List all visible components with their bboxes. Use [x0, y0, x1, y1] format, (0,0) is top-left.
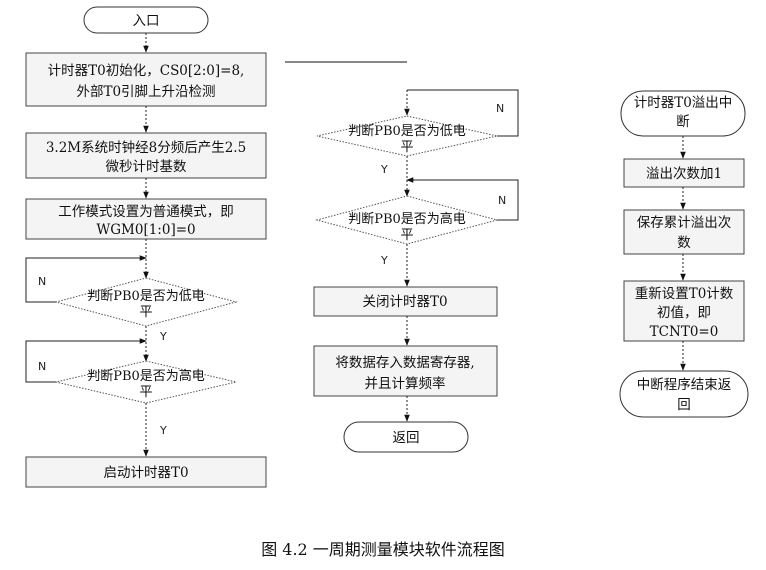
end-line2: 回: [677, 397, 691, 413]
reset-line2: 初值，即: [657, 304, 711, 321]
yes-label: Y: [159, 330, 167, 343]
clock-line2: 微秒计时基数: [106, 158, 187, 175]
loop-no-line: [407, 89, 519, 137]
figure-caption: 图 4.2 一周期测量模块软件流程图: [261, 540, 505, 559]
increment-box: [623, 158, 745, 188]
no-label: N: [498, 194, 506, 207]
store-line1: 将数据存入数据寄存器,: [335, 354, 474, 371]
no-label: N: [496, 102, 504, 115]
increment-label: 溢出次数加1: [646, 166, 722, 182]
check-high-line1: 判断PB0是否为高电: [87, 368, 205, 384]
yes-label: Y: [159, 424, 167, 437]
check-low-line2: 平: [139, 305, 152, 320]
no-label: N: [38, 360, 46, 373]
yes-label: Y: [380, 163, 388, 176]
loop-no-line: [406, 177, 519, 221]
timer-init-line2: 外部T0引脚上升沿检测: [76, 84, 215, 100]
start-timer-box: [25, 456, 267, 488]
check-low-line1: 判断PB0是否为低电: [87, 289, 205, 304]
save-line1: 保存累计溢出次: [637, 215, 732, 231]
mode-line1: 工作模式设置为普通模式，即: [58, 204, 234, 220]
store-line2: 并且计算频率: [365, 375, 446, 392]
mode-box: [25, 198, 267, 240]
stop-timer-box: [313, 286, 498, 317]
return-label: 返回: [393, 430, 420, 446]
clock-box: [25, 132, 267, 179]
right-flow: 计时器T0溢出中 断 溢出次数加1 保存累计溢出次 数 重新设置T0计数 初值，…: [619, 90, 749, 418]
clock-line1: 3.2M系统时钟经8分频后产生2.5: [46, 139, 246, 156]
left-flow: 入口 计时器T0初始化，CS0[2:0]=8, 外部T0引脚上升沿检测 3.2M…: [25, 6, 267, 488]
save-count-box: [623, 209, 745, 255]
middle-flow: 判断PB0是否为低电 平 N Y 判断PB0是否为高电 平 N Y 关闭计时器T…: [313, 89, 519, 453]
timer-init-line1: 计时器T0初始化，CS0[2:0]=8,: [48, 62, 245, 79]
end-line1: 中断程序结束返: [637, 377, 732, 393]
check-high-line2: 平: [400, 228, 413, 243]
start-timer-label: 启动计时器T0: [103, 465, 188, 481]
no-label: N: [38, 275, 46, 288]
stop-timer-label: 关闭计时器T0: [362, 294, 447, 310]
isr-line2: 断: [676, 114, 690, 130]
start-label: 入口: [133, 13, 160, 29]
isr-line1: 计时器T0溢出中: [634, 95, 733, 111]
check-high-decision: [55, 360, 237, 404]
reset-count-box: [623, 280, 745, 342]
end-terminator: [619, 370, 749, 418]
mode-line2: WGM0[1:0]=0: [96, 222, 195, 238]
check-high-line2: 平: [139, 385, 152, 400]
reset-line3: TCNT0=0: [650, 324, 719, 340]
store-data-box: [313, 345, 498, 397]
check-high-line1: 判断PB0是否为高电: [348, 211, 466, 227]
save-line2: 数: [677, 235, 691, 251]
timer-init-box: [25, 52, 267, 107]
check-low-line2: 平: [400, 140, 413, 155]
yes-label: Y: [380, 254, 388, 267]
return-terminator: [343, 421, 469, 453]
reset-line1: 重新设置T0计数: [635, 286, 734, 302]
check-low-line1: 判断PB0是否为低电: [348, 124, 466, 139]
loop-no-line: [25, 338, 147, 383]
loop-no-line: [25, 255, 147, 303]
